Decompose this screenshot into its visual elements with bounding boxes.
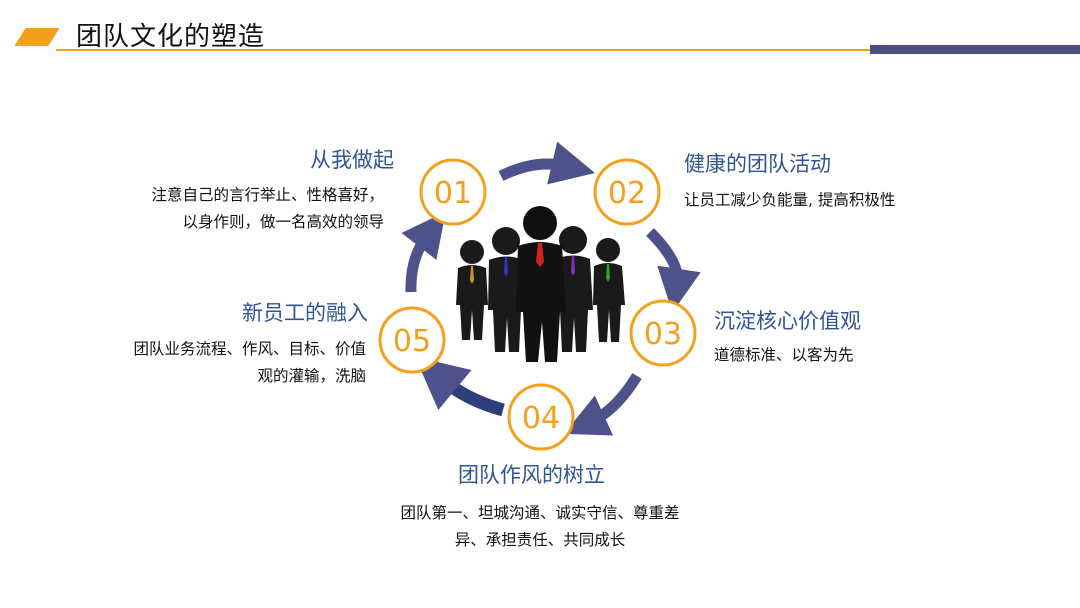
team-of-businessmen-icon [456,206,625,362]
arrow-03-to-04 [564,373,642,436]
person-far-right [593,238,625,342]
step-03-heading: 沉淀核心价值观 [714,309,861,333]
step-circle-03: 03 [629,299,697,367]
step-01-line-2: 以身作则，做一名高效的领导 [182,213,384,231]
title-bar: 团队文化的塑造 [0,0,1080,60]
step-circle-04: 04 [507,383,575,451]
step-04-description: 团队第一、坦城沟通、诚实守信、尊重差 异、承担责任、共同成长 [380,500,700,554]
step-01-description: 注意自己的言行举止、性格喜好， 以身作则，做一名高效的领导 [151,182,384,236]
step-number-02: 02 [608,176,646,211]
title-underline [56,49,876,51]
step-number-04: 04 [522,401,560,436]
step-01-heading: 从我做起 [310,148,394,172]
step-02-line-1: 让员工减少负能量, 提高积极性 [684,191,896,209]
person-inner-left [488,227,526,352]
arrow-04-to-05 [415,356,505,417]
person-center-leader [516,206,566,362]
title-navy-bar [870,45,1080,54]
step-circle-05: 05 [378,306,446,374]
page-title: 团队文化的塑造 [76,22,266,52]
step-02-heading: 健康的团队活动 [684,152,831,176]
step-04-heading: 团队作风的树立 [458,463,605,487]
person-far-left [456,240,488,340]
step-05-heading: 新员工的融入 [242,301,368,325]
step-number-05: 05 [393,324,431,359]
step-05-description: 团队业务流程、作风、目标、价值 观的灌输，洗脑 [133,336,366,390]
step-03-description: 道德标准、以客为先 [714,342,854,369]
step-circle-01: 01 [419,158,487,226]
step-circle-02: 02 [593,158,661,226]
step-03-line-1: 道德标准、以客为先 [714,346,854,364]
arrow-05-to-01 [401,211,446,293]
step-05-line-2: 观的灌输，洗脑 [257,367,366,385]
step-04-line-1: 团队第一、坦城沟通、诚实守信、尊重差 [400,504,680,522]
arrow-01-to-02 [498,141,595,185]
person-inner-right [555,226,593,352]
arrow-02-to-03 [646,228,701,313]
step-number-03: 03 [644,317,682,352]
step-number-01: 01 [434,176,472,211]
step-05-line-1: 团队业务流程、作风、目标、价值 [133,340,366,358]
step-01-line-1: 注意自己的言行举止、性格喜好， [151,186,384,204]
step-04-line-2: 异、承担责任、共同成长 [454,531,626,549]
step-02-description: 让员工减少负能量, 提高积极性 [684,187,895,214]
